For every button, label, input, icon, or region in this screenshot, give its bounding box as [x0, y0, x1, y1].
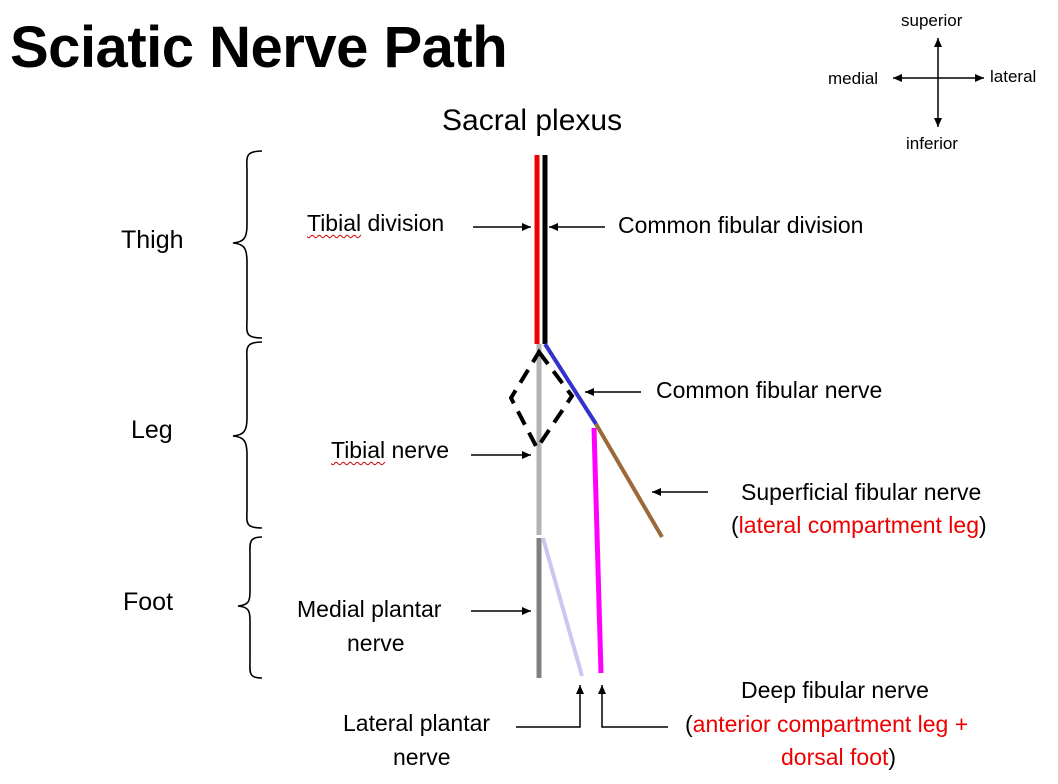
- common-fibular-division-label: Common fibular division: [618, 212, 864, 238]
- tibial-nerve-label: Tibial nerve: [331, 437, 449, 464]
- region-leg-label: Leg: [131, 416, 173, 444]
- leg-brace: [232, 341, 263, 529]
- deep-fibular-nerve-label: Deep fibular nerve: [741, 677, 929, 703]
- medial-plantar-label-line1: Medial plantar: [297, 596, 442, 622]
- medial-plantar-label-line2: nerve: [347, 630, 405, 656]
- superficial-fibular-nerve-label: Superficial fibular nerve: [741, 479, 982, 505]
- tibial-division-label: Tibial division: [307, 210, 444, 237]
- lateral-plantar-nerve-line: [541, 537, 584, 677]
- tibial-division-rest: division: [361, 210, 445, 236]
- compass-lateral-label: lateral: [990, 67, 1037, 86]
- lateral-plantar-label-line2: nerve: [393, 744, 451, 770]
- open-paren: (: [731, 512, 739, 538]
- page-title: Sciatic Nerve Path: [10, 15, 508, 80]
- deep-fibular-target-line2: dorsal foot): [781, 744, 896, 771]
- anterior-compartment-text: anterior compartment leg +: [692, 711, 969, 737]
- deep-fibular-arrow: [598, 685, 668, 728]
- superficial-fibular-nerve-line: [594, 422, 664, 539]
- region-foot-label: Foot: [123, 588, 174, 616]
- orientation-compass: [893, 38, 984, 127]
- lateral-plantar-label-line1: Lateral plantar: [343, 710, 491, 736]
- foot-brace: [237, 536, 263, 679]
- thigh-brace: [232, 150, 263, 339]
- superficial-fibular-target-line: (lateral compartment leg): [731, 512, 987, 539]
- compass-superior-label: superior: [901, 11, 963, 30]
- tibial-nerve-word: Tibial: [331, 437, 386, 463]
- deep-fibular-target-line1: (anterior compartment leg +: [685, 711, 968, 738]
- open-paren: (: [685, 711, 693, 737]
- compass-inferior-label: inferior: [906, 134, 958, 153]
- close-paren: ): [979, 512, 987, 538]
- dashed-diamond-outline: [508, 348, 575, 452]
- tibial-nerve-rest: nerve: [385, 437, 450, 463]
- close-paren: ): [888, 744, 897, 770]
- region-thigh-label: Thigh: [121, 226, 184, 254]
- common-fibular-nerve-label: Common fibular nerve: [656, 377, 883, 403]
- sacral-plexus-label: Sacral plexus: [442, 104, 623, 137]
- lateral-compartment-leg-text: lateral compartment leg: [738, 512, 980, 538]
- lateral-plantar-arrow: [516, 685, 584, 728]
- deep-fibular-nerve-line: [591, 427, 604, 674]
- compass-medial-label: medial: [828, 69, 879, 88]
- common-fibular-nerve-line: [543, 342, 598, 426]
- dorsal-foot-text: dorsal foot: [781, 744, 889, 770]
- tibial-division-word: Tibial: [307, 210, 362, 236]
